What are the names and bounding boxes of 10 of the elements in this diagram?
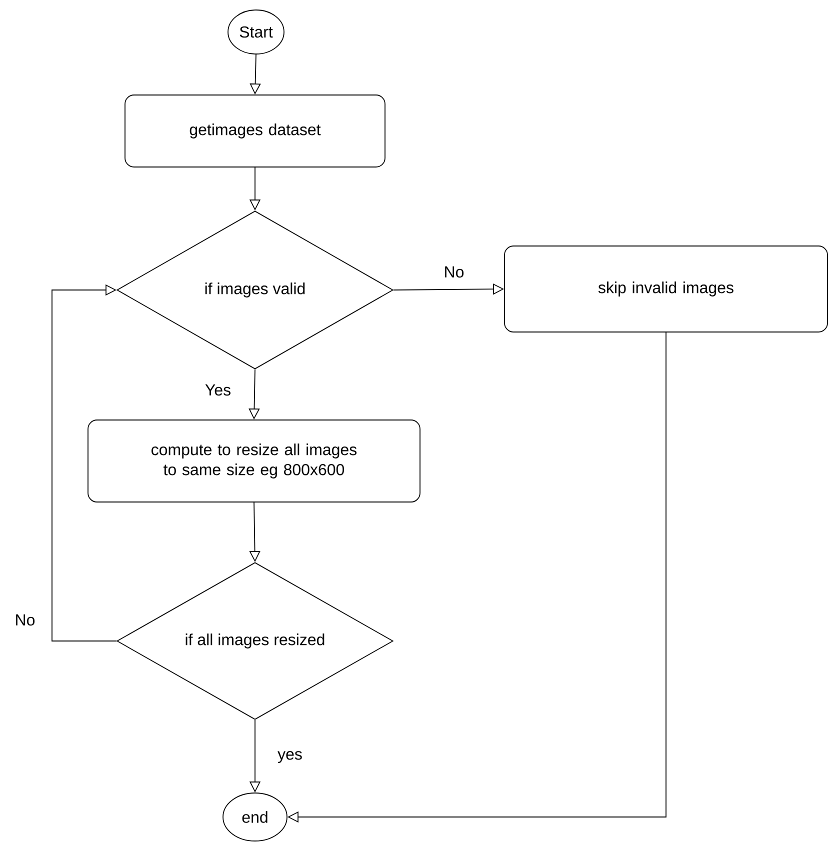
edge-label: Yes [204, 383, 232, 397]
arrow [52, 284, 117, 642]
process-box: skip invalid images [504, 246, 828, 332]
edge-label: No [442, 265, 466, 279]
end-terminal: end [222, 792, 288, 842]
edge-label: No [14, 613, 36, 627]
process-box: getimages dataset [124, 94, 386, 168]
process-box: compute to resize all images to same size eg 800x600 [88, 420, 420, 502]
edge-label: yes [276, 750, 304, 764]
start-terminal: Start [228, 10, 284, 54]
